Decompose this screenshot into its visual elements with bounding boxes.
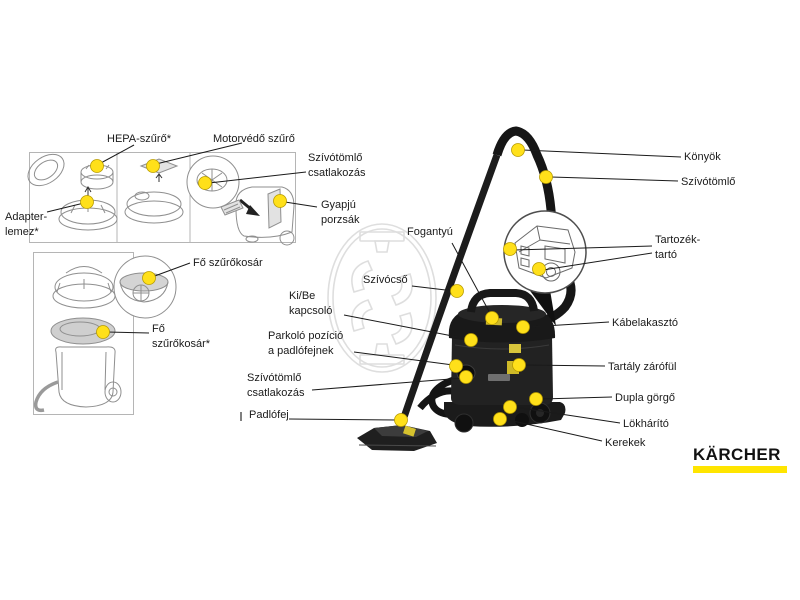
accessory-holder-callout — [503, 210, 587, 326]
label-hose-connection-filters: Szívótömlő csatlakozás — [308, 152, 366, 179]
marker-bumper — [503, 400, 517, 414]
marker-elbow — [511, 143, 525, 157]
label-parking-position: Parkoló pozíció a padlófejnek — [268, 330, 344, 357]
marker-floor-head — [394, 413, 408, 427]
handle-art — [467, 289, 538, 313]
marker-adapter-plate — [80, 195, 94, 209]
label-suction-hose: Szívótömlő — [681, 176, 736, 188]
karcher-logo: KÄRCHER — [693, 445, 787, 473]
marker-suction-tube — [450, 284, 464, 298]
label-bumper: Lökhárító — [623, 418, 669, 430]
marker-hose-connection-filters — [198, 176, 212, 190]
marker-power-switch — [464, 333, 478, 347]
part-markers — [80, 143, 553, 427]
label-wool-bag: Gyapjú porzsák — [321, 199, 360, 226]
marker-accessory-holder-1 — [503, 242, 517, 256]
label-power-switch: Ki/Be kapcsoló — [289, 290, 333, 317]
label-handle: Fogantyú — [407, 226, 453, 238]
label-main-filter-basket: Fő szűrőkosár* — [152, 323, 211, 350]
marker-wheels — [493, 412, 507, 426]
label-cable-hook: Kábelakasztó — [612, 317, 679, 329]
label-elbow: Könyök — [684, 151, 721, 163]
marker-tank-latch — [512, 358, 526, 372]
marker-hose-connection-body — [459, 370, 473, 384]
label-wheels: Kerekek — [605, 437, 646, 449]
marker-accessory-holder-2 — [532, 262, 546, 276]
suction-tube-art — [396, 153, 501, 431]
karcher-logo-text: KÄRCHER — [693, 445, 781, 464]
marker-filter-basket-lid — [96, 325, 110, 339]
marker-suction-hose — [539, 170, 553, 184]
suction-hose-art — [492, 126, 576, 326]
label-main-filter-basket-inset: Fő szűrőkosár — [193, 257, 263, 269]
marker-wool-bag — [273, 194, 287, 208]
label-hepa-filter: HEPA-szűrő* — [107, 133, 171, 145]
filters-diagram — [27, 152, 296, 246]
label-tank-latch: Tartály zárófül — [608, 361, 677, 373]
marker-cable-hook — [516, 320, 530, 334]
watermark-logo — [327, 223, 437, 373]
label-floor-head: Padlófej — [249, 409, 289, 421]
exploded-vacuum-diagram — [33, 252, 177, 415]
vacuum-illustration — [357, 126, 576, 451]
leader-lines — [46, 142, 682, 442]
label-motor-filter: Motorvédő szűrő — [213, 133, 295, 145]
marker-filter-basket-inset — [142, 271, 156, 285]
label-double-castor: Dupla görgő — [615, 392, 675, 404]
marker-handle — [485, 311, 499, 325]
marker-motor-filter — [146, 159, 160, 173]
marker-parking-position — [449, 359, 463, 373]
label-suction-tube: Szívócső — [363, 274, 408, 286]
karcher-logo-bar — [693, 466, 787, 473]
label-accessory-holder: Tartozék- tartó — [655, 234, 701, 261]
label-hose-connection-body: Szívótömlő csatlakozás — [247, 372, 305, 399]
label-adapter-plate: Adapter- lemez* — [5, 211, 48, 238]
marker-double-castor — [529, 392, 543, 406]
marker-hepa-filter — [90, 159, 104, 173]
